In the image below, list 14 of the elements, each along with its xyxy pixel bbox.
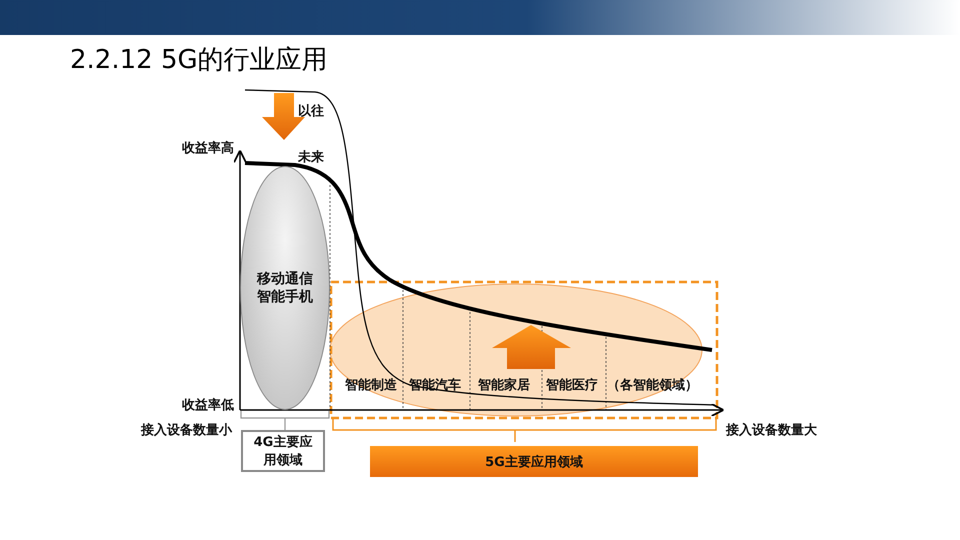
axis-label: 接入设备数量大 [726, 422, 817, 439]
curve-label: 未来 [298, 149, 324, 166]
axis-label: 收益率高 [182, 140, 234, 157]
axis-label: 接入设备数量小 [141, 422, 232, 439]
category-label: 智能制造 [345, 377, 397, 394]
category-label: （各智能领域） [607, 377, 698, 394]
title: 2.2.12 5G的行业应用 [70, 44, 328, 77]
category-label: 智能家居 [478, 376, 530, 394]
label-box: 4G主要应用领域 [241, 430, 325, 472]
oval: 移动通信智能手机 [240, 166, 330, 410]
axis-label: 收益率低 [182, 396, 234, 414]
curve-label: 以往 [298, 103, 324, 120]
banner-bar: 5G主要应用领域 [370, 446, 698, 477]
category-label: 智能医疗 [546, 376, 598, 394]
